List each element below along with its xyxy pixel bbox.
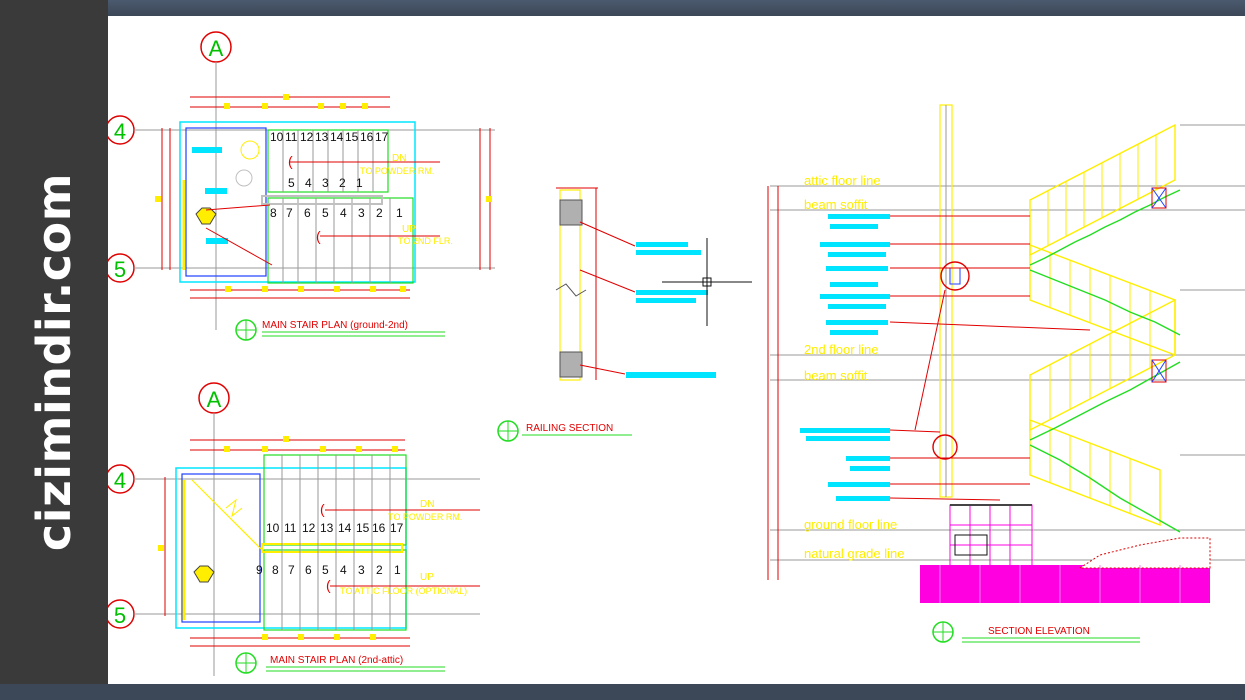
step-num: 1 — [396, 206, 403, 220]
step-num: 12 — [302, 521, 316, 535]
stair-plan-attic: A 4 5 10 11 12 13 14 15 16 — [108, 382, 480, 676]
plan-attic-title: MAIN STAIR PLAN (2nd-attic) — [270, 655, 403, 666]
grid-bubble-5-top: 5 — [114, 257, 126, 282]
natural-grade-line-label: natural grade line — [804, 546, 904, 561]
watermark-sidebar: cizimindir.com — [0, 0, 108, 700]
step-num: 16 — [360, 130, 374, 144]
step-num: 9 — [256, 563, 263, 577]
section-elevation-title: SECTION ELEVATION — [988, 626, 1090, 637]
step-num: 13 — [320, 521, 334, 535]
plan-ground-title: MAIN STAIR PLAN (ground-2nd) — [262, 320, 408, 331]
step-num: 17 — [390, 521, 404, 535]
step-num: 3 — [358, 206, 365, 220]
grid-bubble-a-bottom: A — [207, 387, 222, 412]
step-num: 15 — [345, 130, 359, 144]
step-num: 5 — [322, 563, 329, 577]
step-num: 3 — [358, 563, 365, 577]
step-num: 11 — [285, 130, 298, 144]
step-num: 5 — [322, 206, 329, 220]
step-num: 3 — [322, 176, 329, 190]
second-floor-line-label: 2nd floor line — [804, 342, 878, 357]
beam-soffit-label-upper: beam soffit — [804, 197, 868, 212]
step-num: 14 — [338, 521, 352, 535]
dn-label-attic: DN — [420, 499, 434, 510]
watermark-text: cizimindir.com — [27, 172, 81, 552]
beam-soffit-label-lower: beam soffit — [804, 368, 868, 383]
grid-bubble-5-bottom: 5 — [114, 603, 126, 628]
dn-label: DN — [392, 153, 406, 164]
up-sublabel-attic: TO ATTIC FLOOR (OPTIONAL) — [340, 586, 467, 596]
grid-bubble-4-top: 4 — [114, 119, 126, 144]
step-num: 6 — [304, 206, 311, 220]
up-label-attic: UP — [420, 572, 434, 583]
dn-sublabel: TO POWDER RM. — [360, 166, 434, 176]
step-num: 11 — [284, 521, 297, 535]
up-sublabel: TO 2ND FLR. — [398, 236, 453, 246]
step-num: 5 — [288, 176, 295, 190]
grid-bubble-4-bottom: 4 — [114, 468, 126, 493]
attic-floor-line-label: attic floor line — [804, 173, 881, 188]
step-num: 8 — [272, 563, 279, 577]
step-num: 4 — [340, 206, 347, 220]
svg-text:(: ( — [326, 577, 331, 593]
step-num: 15 — [356, 521, 370, 535]
step-num: 16 — [372, 521, 386, 535]
dn-sublabel-attic: TO POWDER RM. — [388, 512, 462, 522]
step-num: 2 — [376, 206, 383, 220]
step-num: 2 — [376, 563, 383, 577]
bottom-strip — [0, 684, 1245, 700]
stair-plan-ground: A 4 5 — [108, 31, 495, 341]
step-num: 12 — [300, 130, 314, 144]
railing-section-detail: RAILING SECTION — [497, 187, 752, 442]
step-num: 4 — [340, 563, 347, 577]
step-num: 8 — [270, 206, 277, 220]
step-num: 14 — [330, 130, 344, 144]
crosshair-cursor — [662, 238, 752, 326]
step-num: 6 — [305, 563, 312, 577]
step-num: 7 — [286, 206, 293, 220]
step-num: 1 — [394, 563, 401, 577]
step-num: 17 — [375, 130, 389, 144]
drawing-svg: A 4 5 — [108, 31, 1245, 676]
cad-drawing-canvas[interactable]: A 4 5 — [108, 16, 1245, 684]
ground-floor-line-label: ground floor line — [804, 517, 897, 532]
step-num: 10 — [270, 130, 284, 144]
step-num: 7 — [288, 563, 295, 577]
section-elevation: attic floor line beam soffit 2nd floor l… — [767, 104, 1245, 643]
svg-text:(: ( — [320, 501, 325, 517]
step-num: 1 — [356, 176, 363, 190]
step-num: 2 — [339, 176, 346, 190]
up-label: UP — [402, 224, 416, 235]
svg-text:(: ( — [316, 228, 321, 244]
step-num: 10 — [266, 521, 280, 535]
svg-text:(: ( — [288, 153, 293, 169]
railing-section-title: RAILING SECTION — [526, 423, 613, 434]
grid-bubble-a-top: A — [209, 36, 224, 61]
step-num: 4 — [305, 176, 312, 190]
top-toolbar-strip — [0, 0, 1245, 16]
step-num: 13 — [315, 130, 329, 144]
